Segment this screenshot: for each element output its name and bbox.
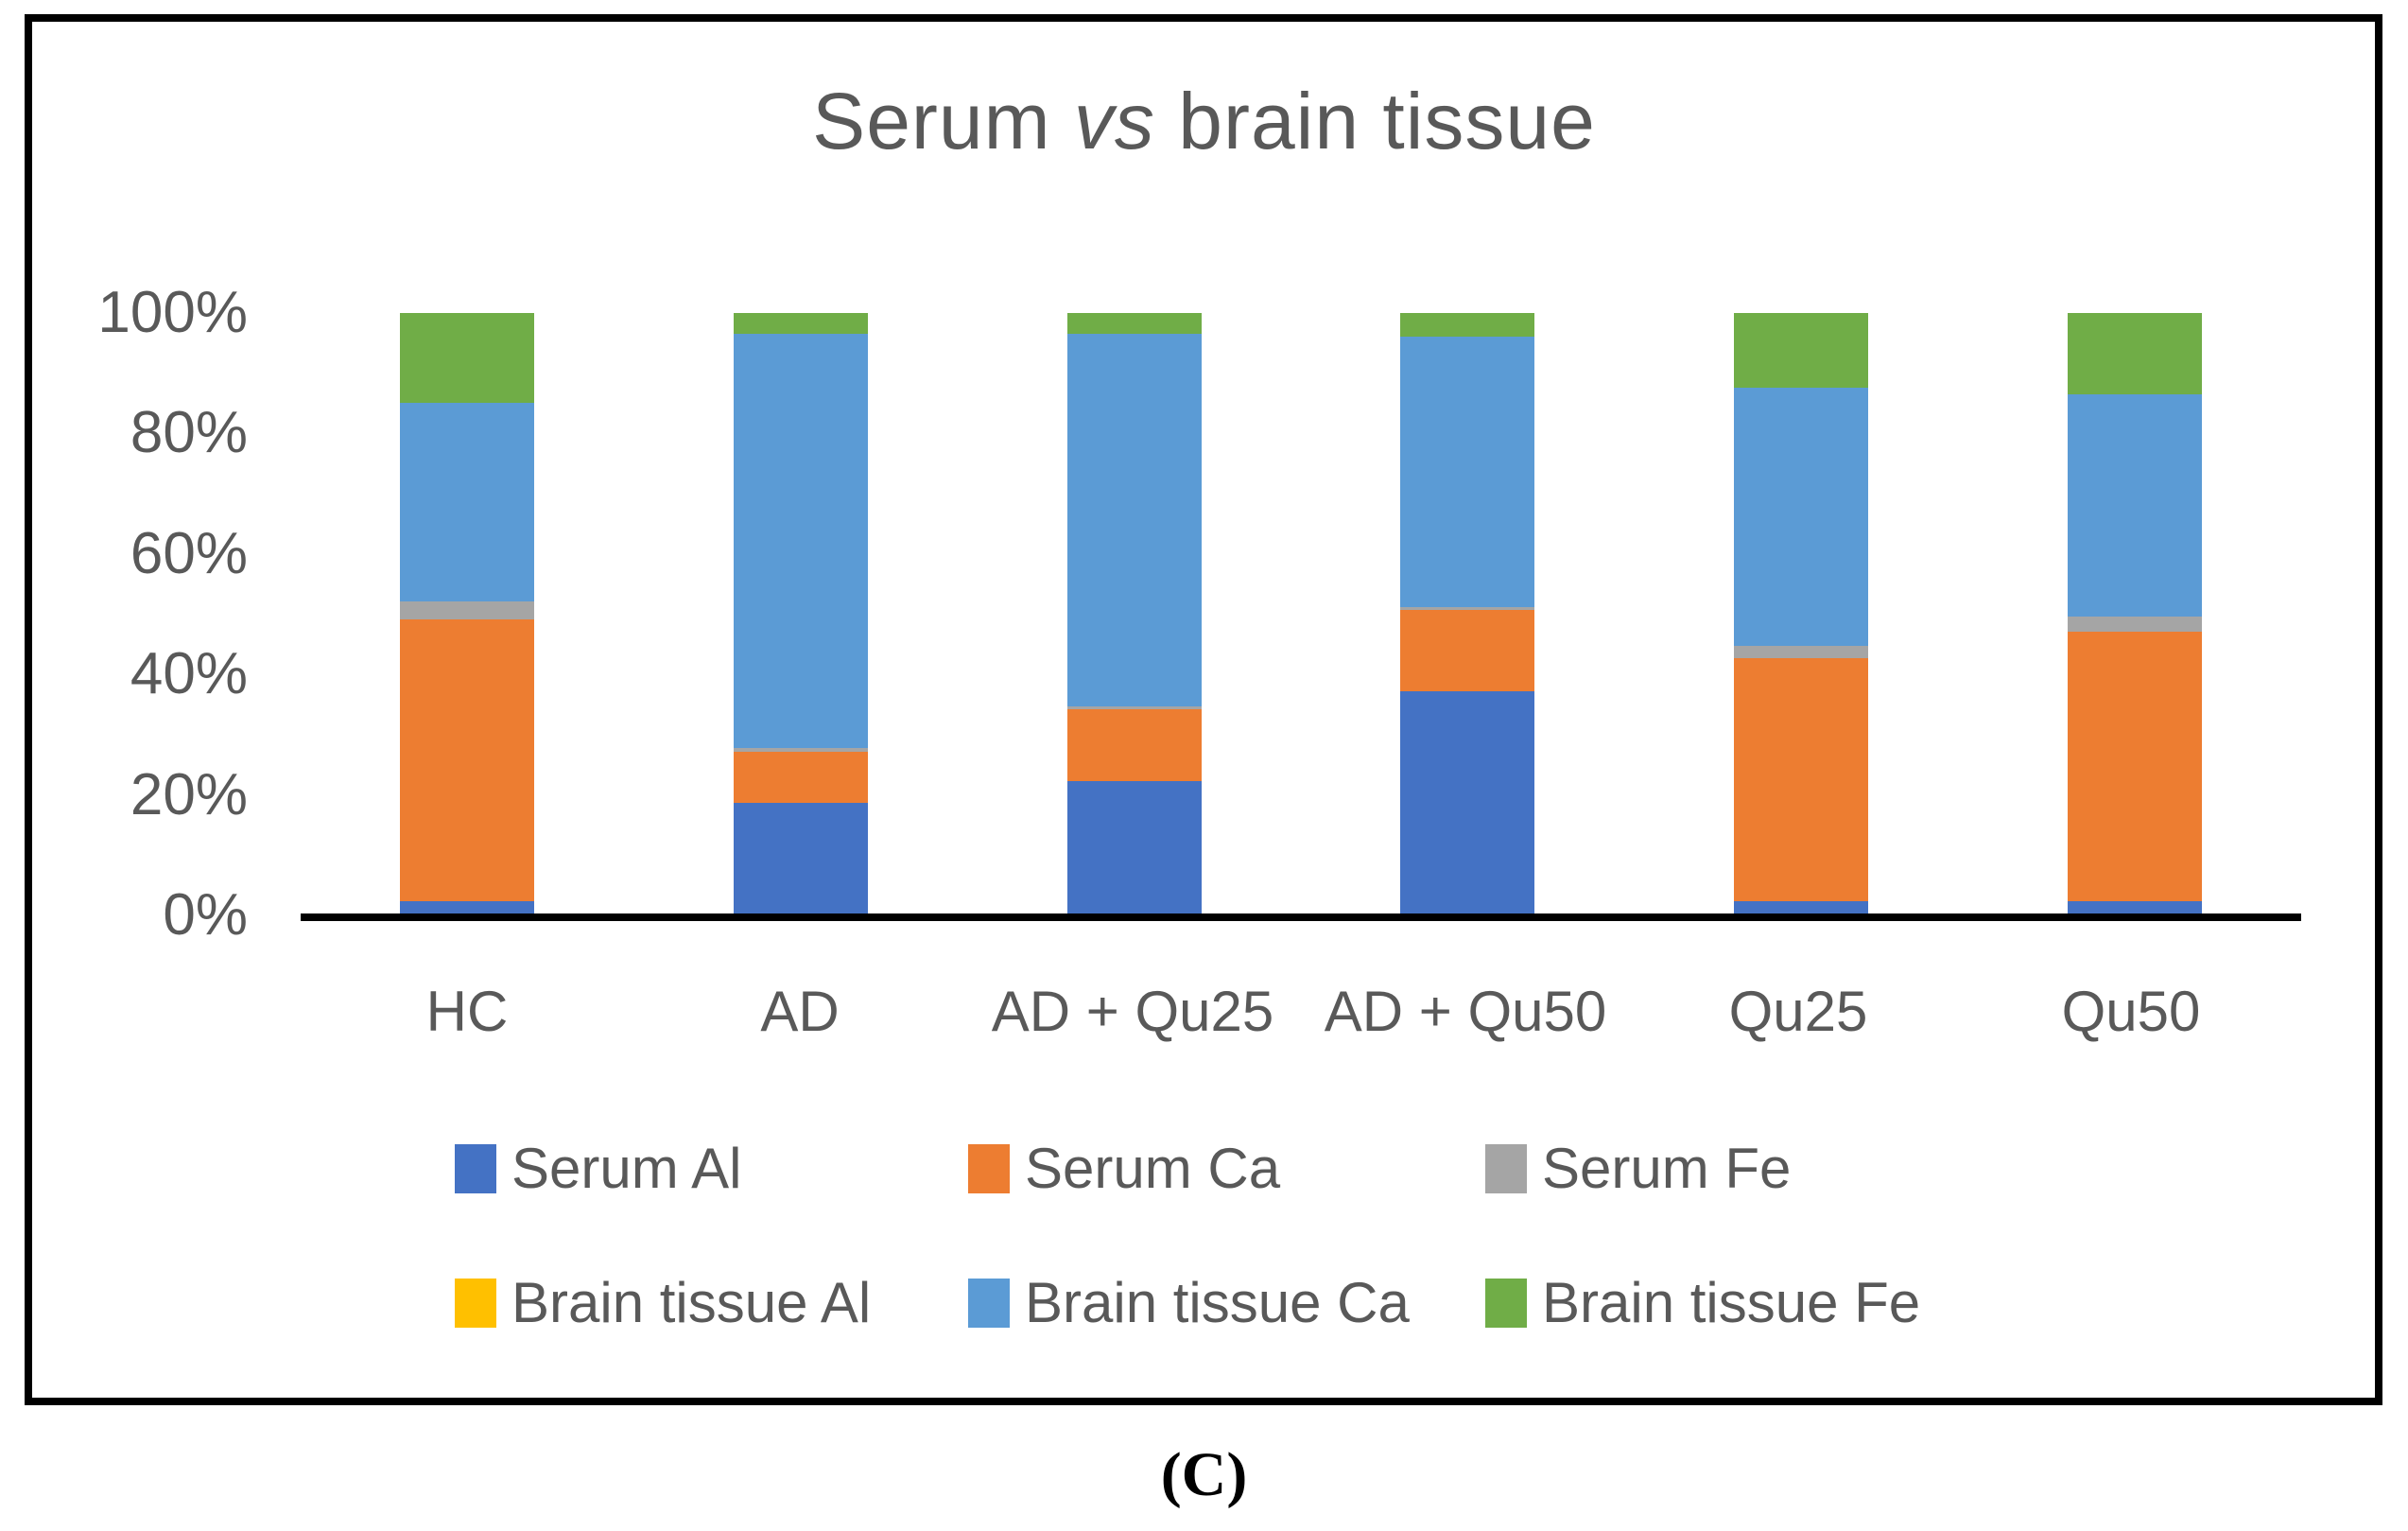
legend-label-brain-tissue-ca: Brain tissue Ca: [1025, 1271, 1410, 1334]
bar-segment: [1066, 334, 1202, 706]
legend-label-serum-fe: Serum Fe: [1542, 1137, 1792, 1200]
bar-segment: [400, 901, 535, 913]
plot-area: [301, 313, 2301, 913]
legend-label-brain-tissue-fe: Brain tissue Fe: [1542, 1271, 1921, 1334]
y-axis-tick-60: 60%: [130, 521, 248, 586]
bar-ad: [733, 313, 868, 913]
x-axis-line: [301, 913, 2301, 921]
bar-segment: [733, 802, 868, 913]
bar-segment: [1733, 313, 1868, 389]
legend-item-serum-ca: Serum Ca: [968, 1138, 1280, 1200]
chart-title-prefix: Serum: [812, 77, 1074, 165]
bar-segment: [1733, 646, 1868, 659]
legend-swatch-brain-tissue-fe: [1485, 1279, 1527, 1328]
legend-label-serum-ca: Serum Ca: [1025, 1137, 1281, 1200]
bar-segment: [2067, 901, 2202, 913]
bar-segment: [2067, 616, 2202, 632]
bar-segment: [2067, 631, 2202, 902]
bar-segment: [733, 748, 868, 752]
bar-segment: [1733, 658, 1868, 902]
legend-item-brain-tissue-ca: Brain tissue Ca: [968, 1272, 1410, 1334]
bar-segment: [1066, 781, 1202, 913]
legend-item-serum-al: Serum Al: [455, 1138, 741, 1200]
bar-hc: [400, 313, 535, 913]
bar-segment: [1733, 901, 1868, 913]
category-label-ad-qu50: AD + Qu50: [1324, 980, 1607, 1043]
bar-segment: [1066, 313, 1202, 335]
bar-segment: [400, 618, 535, 902]
legend-label-brain-tissue-al: Brain tissue Al: [511, 1271, 872, 1334]
bar-ad-qu50: [1400, 313, 1535, 913]
bar-segment: [2067, 313, 2202, 394]
bar-qu50: [2067, 313, 2202, 913]
bar-segment: [1400, 610, 1535, 692]
legend-item-brain-tissue-al: Brain tissue Al: [455, 1272, 871, 1334]
category-label-ad: AD: [760, 980, 840, 1043]
legend-label-serum-al: Serum Al: [511, 1137, 742, 1200]
chart-title-suffix: brain tissue: [1154, 77, 1596, 165]
bar-segment: [1733, 388, 1868, 647]
bar-segment: [400, 600, 535, 619]
legend-swatch-serum-ca: [968, 1144, 1010, 1193]
legend-swatch-serum-al: [455, 1144, 496, 1193]
bar-segment: [733, 334, 868, 749]
bar-segment: [400, 403, 535, 601]
bar-qu25: [1733, 313, 1868, 913]
bar-segment: [400, 313, 535, 404]
chart-title-vs: vs: [1073, 77, 1155, 165]
y-axis-tick-80: 80%: [130, 400, 248, 465]
bar-segment: [733, 751, 868, 803]
legend-item-brain-tissue-fe: Brain tissue Fe: [1485, 1272, 1920, 1334]
bar-segment: [1400, 607, 1535, 611]
legend-swatch-brain-tissue-al: [455, 1279, 496, 1328]
bar-segment: [1400, 691, 1535, 913]
bar-segment: [1066, 709, 1202, 782]
bar-segment: [1066, 705, 1202, 710]
legend-swatch-serum-fe: [1485, 1144, 1527, 1193]
y-axis-tick-0: 0%: [163, 882, 248, 948]
category-label-ad-qu25: AD + Qu25: [991, 980, 1274, 1043]
bar-ad-qu25: [1066, 313, 1202, 913]
category-label-qu25: Qu25: [1728, 980, 1868, 1043]
y-axis-tick-40: 40%: [130, 641, 248, 706]
bar-segment: [2067, 393, 2202, 617]
bar-segment: [733, 313, 868, 335]
figure-caption: (C): [1160, 1440, 1248, 1509]
legend-swatch-brain-tissue-ca: [968, 1279, 1010, 1328]
chart-title: Serum vs brain tissue: [0, 74, 2408, 168]
category-label-qu50: Qu50: [2061, 980, 2201, 1043]
bar-segment: [1400, 313, 1535, 338]
y-axis-tick-20: 20%: [130, 762, 248, 827]
legend-item-serum-fe: Serum Fe: [1485, 1138, 1791, 1200]
y-axis-tick-100: 100%: [97, 280, 248, 345]
category-label-hc: HC: [425, 980, 509, 1043]
bar-segment: [1400, 337, 1535, 608]
